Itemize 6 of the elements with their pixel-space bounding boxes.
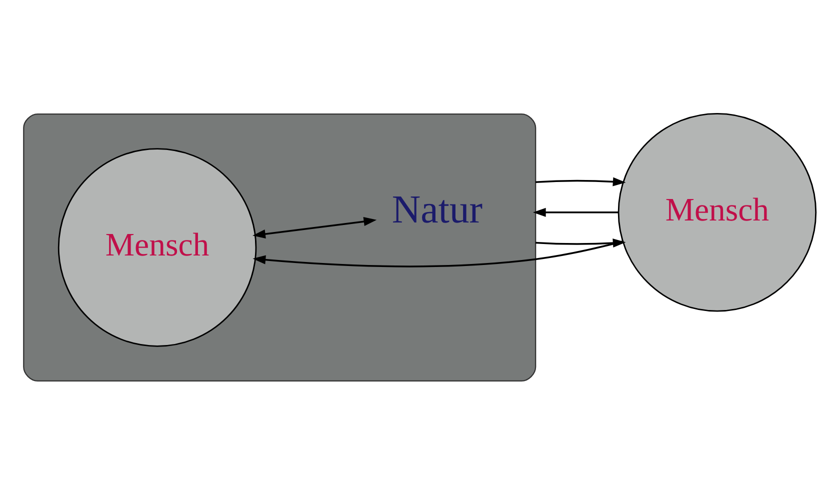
arrow [535, 177, 626, 186]
arrow [532, 208, 618, 217]
arrow [252, 217, 376, 238]
node-circle: Mensch [617, 113, 816, 312]
arrow [252, 240, 623, 268]
node-circle: Mensch [57, 148, 256, 347]
